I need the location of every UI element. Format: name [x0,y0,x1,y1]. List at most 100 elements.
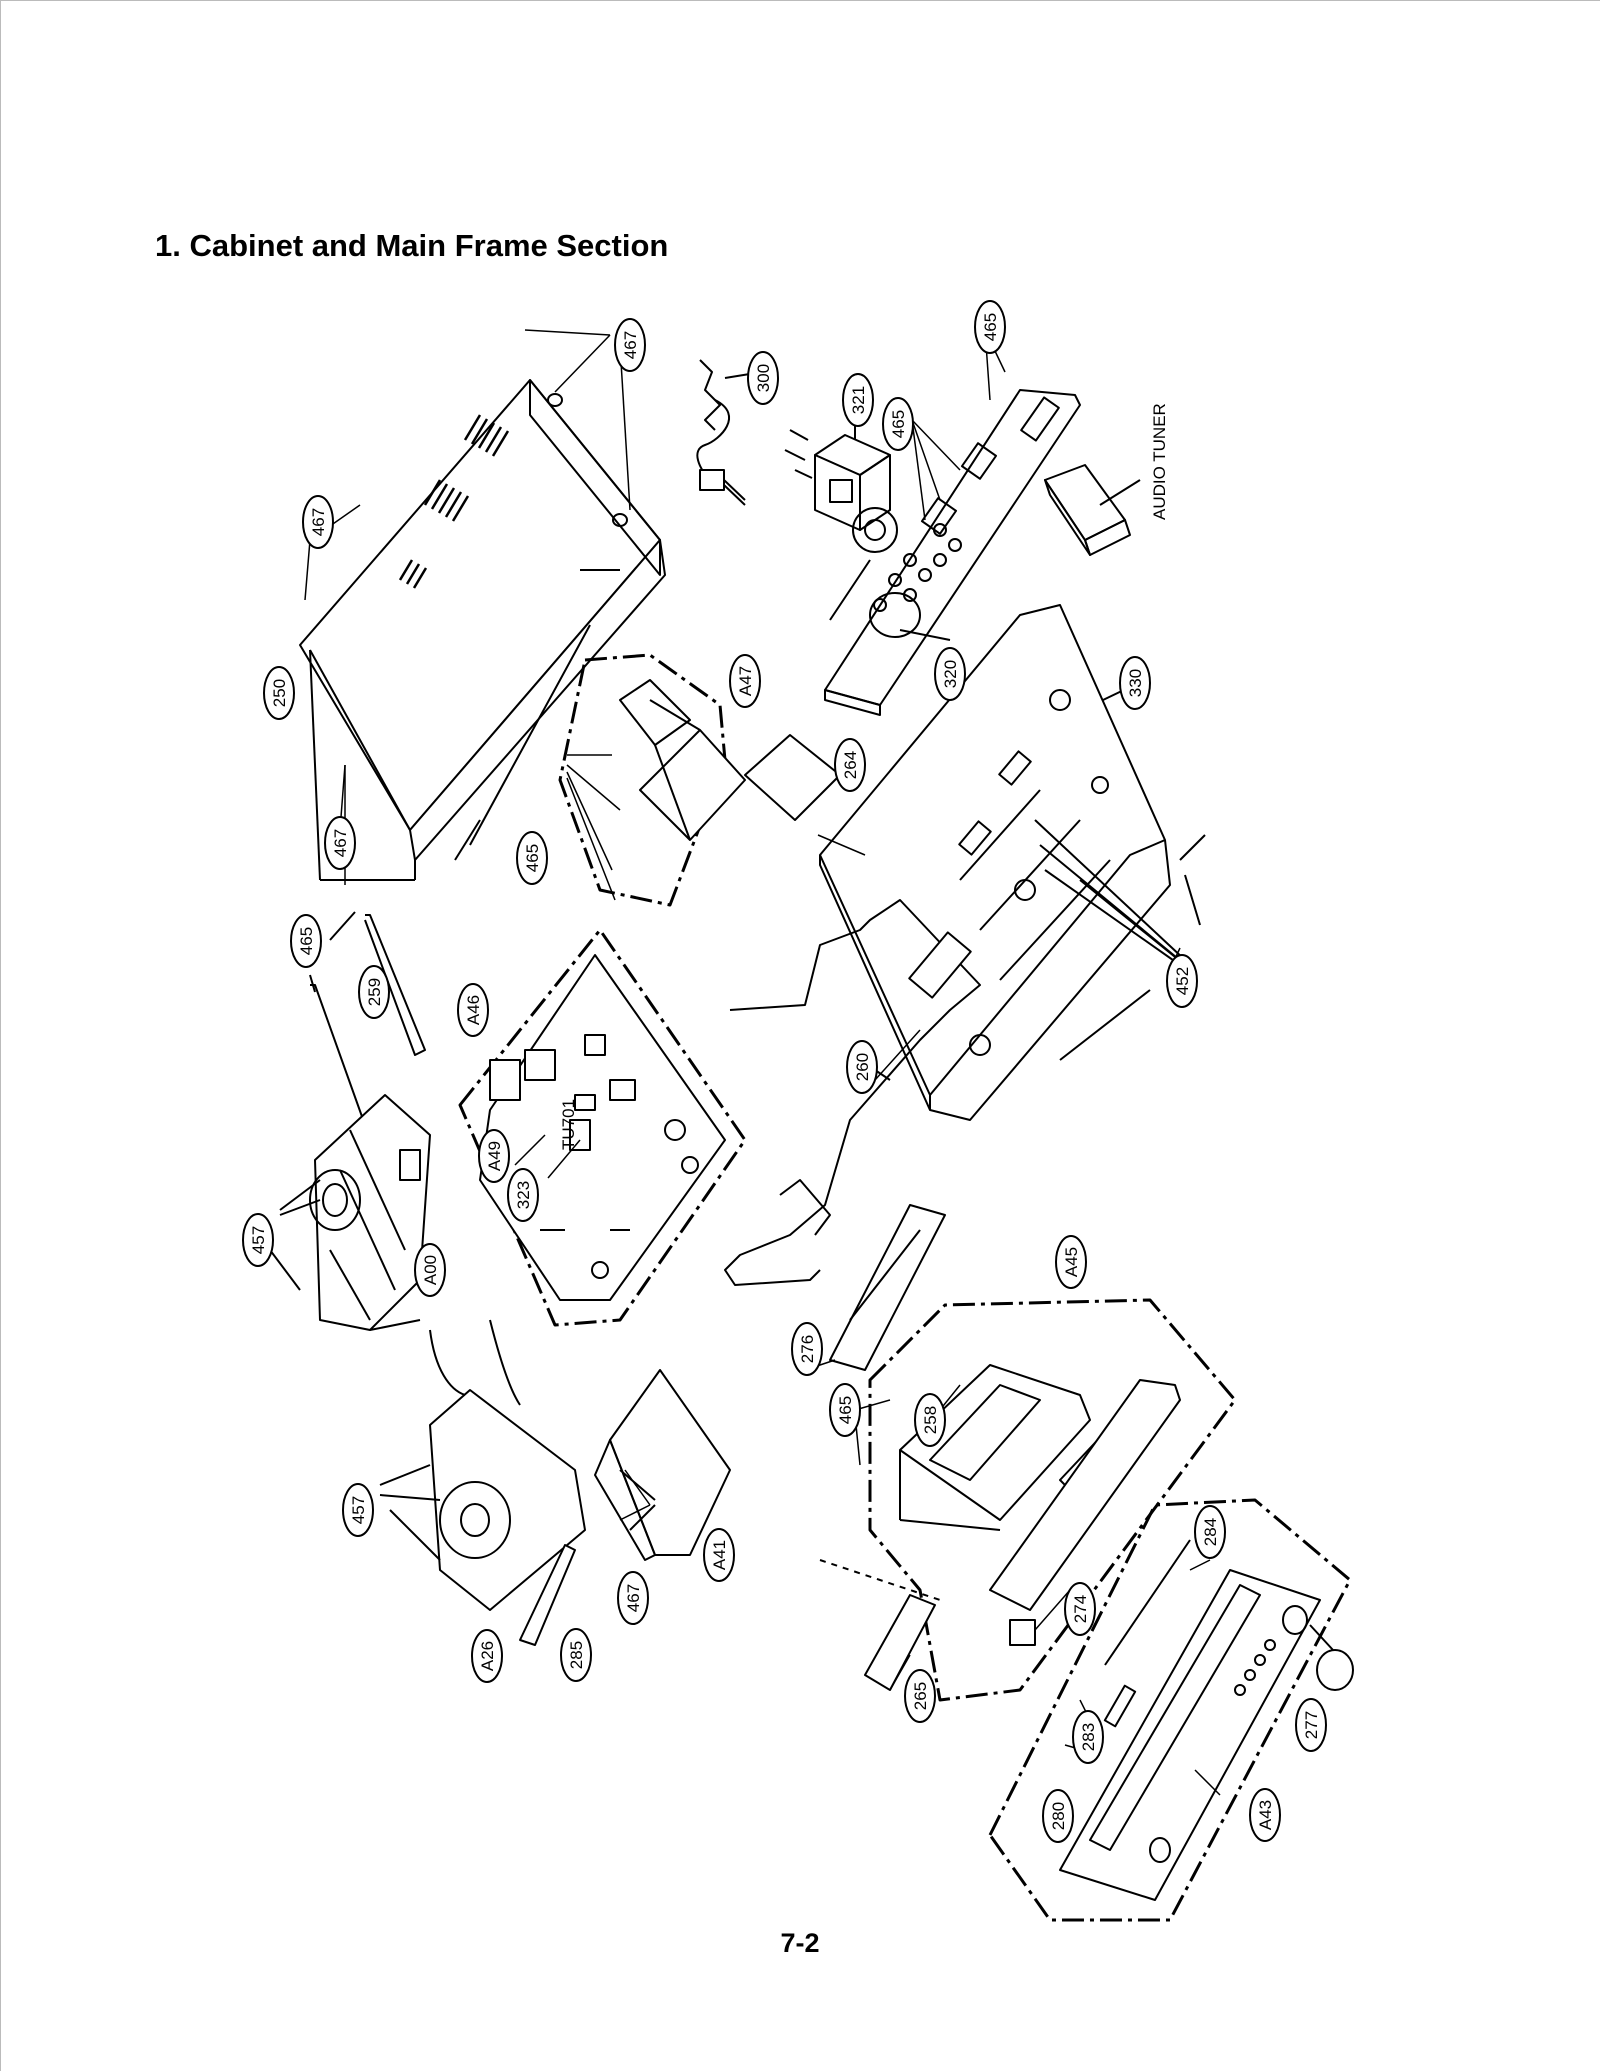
svg-text:321: 321 [849,386,868,414]
callout-320: 320 [934,647,966,701]
tu701-label: TU701 [559,1099,578,1150]
callout-284: 284 [1194,1505,1226,1559]
callout-283: 283 [1072,1710,1104,1764]
svg-text:465: 465 [297,927,316,955]
callout-280: 280 [1042,1789,1074,1843]
group-A43 [988,1498,1354,1922]
svg-text:A46: A46 [464,995,483,1025]
callout-A47: A47 [729,654,761,708]
svg-text:258: 258 [921,1406,940,1434]
svg-text:330: 330 [1126,669,1145,697]
svg-text:465: 465 [836,1396,855,1424]
deck-mechanism-A00 [269,1094,431,1331]
svg-text:274: 274 [1071,1595,1090,1623]
svg-text:A49: A49 [485,1141,504,1171]
callout-323: 323 [507,1168,539,1222]
callout-452: 452 [1166,954,1198,1008]
rear-panel [824,389,1081,716]
svg-text:457: 457 [349,1496,368,1524]
svg-text:467: 467 [309,508,328,536]
callout-265: 265 [904,1669,936,1723]
callout-A49: A49 [478,1129,510,1183]
callout-A45: A45 [1055,1235,1087,1289]
callout-467d: 467 [617,1571,649,1625]
top-cabinet-cover [299,379,666,881]
callout-465d: 465 [290,914,322,968]
callout-A43: A43 [1249,1788,1281,1842]
callout-264: 264 [834,738,866,792]
svg-text:A41: A41 [710,1540,729,1570]
callout-465e: 465 [829,1383,861,1437]
callout-258: 258 [914,1393,946,1447]
svg-text:276: 276 [798,1335,817,1363]
callout-A26: A26 [471,1629,503,1683]
svg-text:284: 284 [1201,1518,1220,1546]
callout-A00: A00 [414,1243,446,1297]
callout-A41: A41 [703,1528,735,1582]
callout-465b: 465 [882,397,914,451]
svg-text:277: 277 [1302,1711,1321,1739]
group-A46 [458,928,747,1327]
svg-text:265: 265 [911,1682,930,1710]
group-A45 [868,1298,1237,1702]
page-number: 7-2 [780,1928,820,1958]
svg-text:465: 465 [981,313,1000,341]
callout-285: 285 [560,1628,592,1682]
callout-276: 276 [791,1322,823,1376]
svg-text:283: 283 [1079,1723,1098,1751]
callout-250: 250 [263,666,295,720]
fan-bracket [784,425,898,553]
svg-text:250: 250 [270,679,289,707]
svg-text:A45: A45 [1062,1247,1081,1277]
svg-text:457: 457 [249,1226,268,1254]
board-A41 [594,1369,731,1561]
svg-text:264: 264 [841,751,860,779]
callouts: 467 300 465 321 465 467 250 A47 320 330 … [242,300,1327,1843]
svg-text:285: 285 [567,1641,586,1669]
svg-text:452: 452 [1173,967,1192,995]
callout-467c: 467 [324,816,356,870]
callout-300: 300 [747,351,779,405]
loader-A26 [379,1319,586,1611]
callout-259: 259 [358,965,390,1019]
svg-text:260: 260 [853,1053,872,1081]
svg-text:467: 467 [624,1584,643,1612]
callout-467b: 467 [302,495,334,549]
callout-467a: 467 [614,318,646,372]
callout-277: 277 [1295,1698,1327,1752]
audio-tuner-label: AUDIO TUNER [1150,403,1169,520]
bracket-265 [819,1559,941,1691]
front-frame [724,899,981,1286]
strip-285 [519,1544,576,1646]
callout-321: 321 [842,373,874,427]
callout-457b: 457 [342,1483,374,1537]
power-cord [696,359,763,506]
callout-465a: 465 [974,300,1006,354]
svg-text:A26: A26 [478,1641,497,1671]
callout-274: 274 [1064,1582,1096,1636]
svg-text:A47: A47 [736,666,755,696]
svg-text:259: 259 [365,978,384,1006]
main-chassis [819,604,1206,1121]
svg-text:A43: A43 [1256,1800,1275,1830]
callout-330: 330 [1119,656,1151,710]
svg-text:467: 467 [621,331,640,359]
bracket-259 [309,911,426,1131]
svg-text:465: 465 [523,844,542,872]
callout-465c: 465 [516,831,548,885]
svg-text:A00: A00 [421,1255,440,1285]
svg-text:280: 280 [1049,1802,1068,1830]
front-bracket-276 [829,1204,946,1371]
group-A47 [558,653,841,907]
page-border-top [0,0,1600,1]
svg-text:467: 467 [331,829,350,857]
svg-text:323: 323 [514,1181,533,1209]
svg-text:465: 465 [889,410,908,438]
svg-text:320: 320 [941,660,960,688]
svg-text:300: 300 [754,364,773,392]
callout-457a: 457 [242,1213,274,1267]
callout-260: 260 [846,1040,878,1094]
section-title: 1. Cabinet and Main Frame Section [155,228,669,263]
callout-A46: A46 [457,983,489,1037]
